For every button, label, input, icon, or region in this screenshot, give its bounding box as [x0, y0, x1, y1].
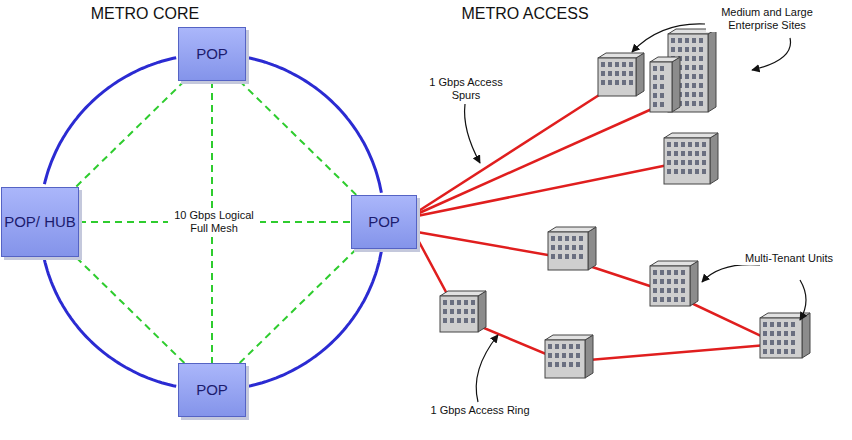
building-icon: [650, 57, 680, 112]
building-icon: [598, 53, 644, 96]
mesh-link: [76, 81, 185, 187]
building-icon: [760, 313, 810, 358]
callout-label: 1 Gbps Access Ring: [418, 404, 542, 417]
building-icon: [664, 133, 718, 184]
core-ring-arc: [44, 58, 176, 185]
pop-box: POP: [178, 27, 246, 81]
pop-label: POP: [368, 213, 400, 230]
pop-box: POP/ HUB: [1, 187, 79, 257]
access-ring: [417, 232, 778, 362]
core-ring-arc: [248, 251, 382, 386]
building-icon: [545, 335, 593, 378]
pop-label: POP/ HUB: [4, 213, 76, 230]
mesh-link: [240, 81, 357, 195]
mesh-label: 10 Gbps Logical Full Mesh: [168, 209, 260, 235]
pop-box: POP: [178, 363, 246, 417]
building-icon: [650, 261, 698, 306]
section-heading: METRO CORE: [78, 4, 212, 23]
core-ring-arc: [44, 260, 176, 387]
callout-label: 1 Gbps Access Spurs: [416, 76, 516, 102]
access-spurs: [417, 88, 672, 216]
pop-label: POP: [196, 381, 228, 398]
building-icon: [668, 29, 716, 112]
building-icon: [548, 227, 596, 270]
callout-label: Multi-Tenant Units: [732, 252, 846, 265]
mesh-link: [76, 257, 185, 363]
section-heading: METRO ACCESS: [448, 4, 602, 23]
mesh-link: [240, 249, 357, 363]
core-ring-arc: [248, 58, 382, 193]
building-icon: [440, 291, 486, 332]
pop-label: POP: [196, 45, 228, 62]
callout-label: Medium and Large Enterprise Sites: [706, 6, 828, 32]
pop-box: POP: [351, 195, 417, 249]
